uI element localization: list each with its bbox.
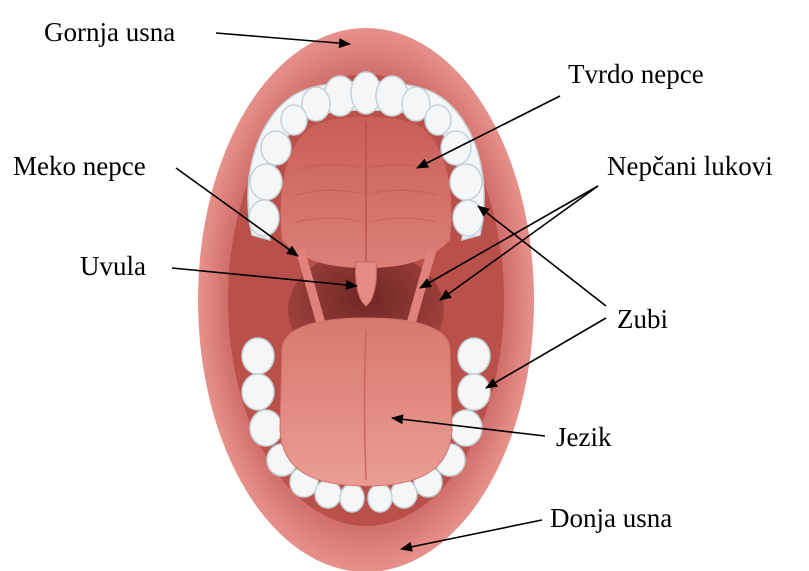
label-hard-palate: Tvrdo nepce bbox=[568, 59, 704, 89]
label-upper-lip: Gornja usna bbox=[44, 17, 175, 47]
label-soft-palate: Meko nepce bbox=[13, 151, 146, 181]
label-teeth: Zubi bbox=[617, 304, 668, 334]
label-palatal-arches: Nepčani lukovi bbox=[607, 151, 773, 181]
mouth-illustration bbox=[198, 28, 534, 571]
label-tongue: Jezik bbox=[556, 422, 612, 452]
label-uvula: Uvula bbox=[80, 251, 146, 281]
label-lower-lip: Donja usna bbox=[550, 503, 672, 533]
